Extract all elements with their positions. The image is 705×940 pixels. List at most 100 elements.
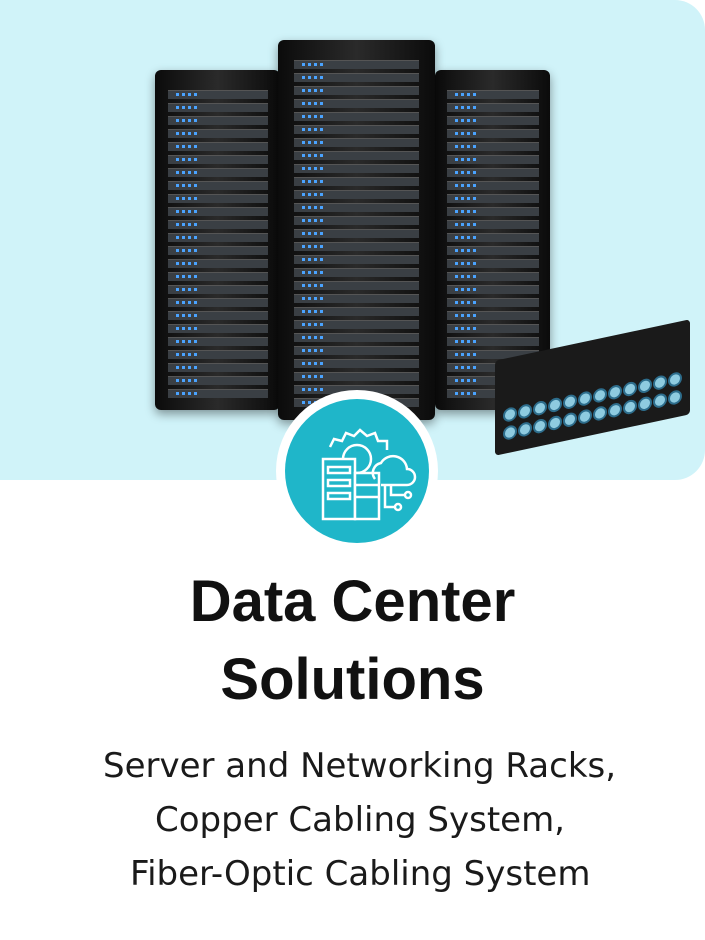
rack-unit	[293, 255, 420, 264]
rack-unit	[446, 233, 539, 242]
rack-unit	[167, 155, 268, 164]
rack-unit	[293, 320, 420, 329]
rack-unit	[167, 220, 268, 229]
rack-unit	[167, 272, 268, 281]
fiber-port	[653, 374, 667, 392]
fiber-port	[533, 417, 547, 435]
rack-unit	[446, 337, 539, 346]
rack-unit	[293, 346, 420, 355]
rack-unit	[446, 350, 539, 359]
rack-unit	[167, 103, 268, 112]
data-center-cloud-gear-icon	[321, 428, 417, 521]
rack-unit	[293, 125, 420, 134]
rack-unit	[446, 363, 539, 372]
rack-unit	[293, 294, 420, 303]
rack-unit	[446, 90, 539, 99]
title-line-2: Solutions	[220, 647, 485, 712]
rack-unit	[446, 389, 539, 398]
rack-unit	[167, 207, 268, 216]
rack-unit	[167, 285, 268, 294]
rack-unit	[446, 142, 539, 151]
fiber-port	[533, 399, 547, 417]
rack-unit	[446, 103, 539, 112]
rack-unit	[293, 99, 420, 108]
rack-unit	[167, 90, 268, 99]
rack-unit	[446, 168, 539, 177]
fiber-port	[578, 408, 592, 426]
fiber-port	[668, 388, 682, 406]
rack-unit	[167, 233, 268, 242]
rack-unit	[446, 220, 539, 229]
rack-unit	[293, 203, 420, 212]
rack-unit	[167, 259, 268, 268]
rack-unit	[167, 246, 268, 255]
rack-unit	[446, 376, 539, 385]
fiber-port	[503, 406, 517, 424]
rack-unit	[293, 151, 420, 160]
rack-unit	[293, 333, 420, 342]
rack-unit	[293, 359, 420, 368]
fiber-port	[593, 404, 607, 422]
rack-unit	[167, 350, 268, 359]
rack-unit	[167, 142, 268, 151]
rack-unit	[446, 272, 539, 281]
fiber-port	[548, 414, 562, 432]
fiber-port	[653, 392, 667, 410]
rack-unit	[293, 190, 420, 199]
rack-unit	[167, 324, 268, 333]
rack-unit	[293, 73, 420, 82]
fiber-port	[563, 393, 577, 411]
fiber-port	[578, 390, 592, 408]
rack-unit	[167, 363, 268, 372]
rack-unit	[446, 129, 539, 138]
rack-unit	[167, 389, 268, 398]
rack-unit	[446, 324, 539, 333]
server-rack-right	[435, 70, 550, 410]
rack-unit	[293, 164, 420, 173]
rack-unit	[293, 216, 420, 225]
rack-unit	[293, 242, 420, 251]
rack-unit	[293, 86, 420, 95]
rack-unit	[293, 307, 420, 316]
fiber-port	[503, 424, 517, 442]
rack-unit	[167, 116, 268, 125]
rack-unit	[167, 376, 268, 385]
subtitle-line-2: Copper Cabling System,	[155, 800, 565, 840]
subtitle-line-3: Fiber-Optic Cabling System	[130, 854, 591, 894]
rack-unit	[293, 268, 420, 277]
server-rack-center	[278, 40, 435, 420]
rack-unit	[446, 207, 539, 216]
rack-unit	[293, 229, 420, 238]
title-line-1: Data Center	[189, 569, 516, 634]
rack-unit	[293, 385, 420, 394]
rack-unit	[446, 246, 539, 255]
fiber-port	[518, 402, 532, 420]
rack-unit	[446, 116, 539, 125]
rack-unit	[167, 168, 268, 177]
fiber-port	[518, 420, 532, 438]
fiber-port	[593, 386, 607, 404]
fiber-port	[548, 396, 562, 414]
fiber-port	[623, 398, 637, 416]
rack-unit	[446, 285, 539, 294]
badge	[276, 390, 438, 552]
rack-unit	[446, 181, 539, 190]
rack-unit	[167, 337, 268, 346]
fiber-port	[608, 401, 622, 419]
fiber-port	[608, 383, 622, 401]
subtitle-line-1: Server and Networking Racks,	[103, 746, 617, 786]
fiber-port	[638, 395, 652, 413]
rack-unit	[446, 194, 539, 203]
fiber-port	[668, 370, 682, 388]
rack-unit	[167, 194, 268, 203]
rack-unit	[293, 112, 420, 121]
fiber-port	[638, 377, 652, 395]
rack-unit	[446, 259, 539, 268]
server-rack-left	[155, 70, 280, 410]
fiber-port	[623, 380, 637, 398]
rack-unit	[167, 311, 268, 320]
rack-unit	[167, 129, 268, 138]
rack-unit	[446, 311, 539, 320]
rack-unit	[446, 298, 539, 307]
